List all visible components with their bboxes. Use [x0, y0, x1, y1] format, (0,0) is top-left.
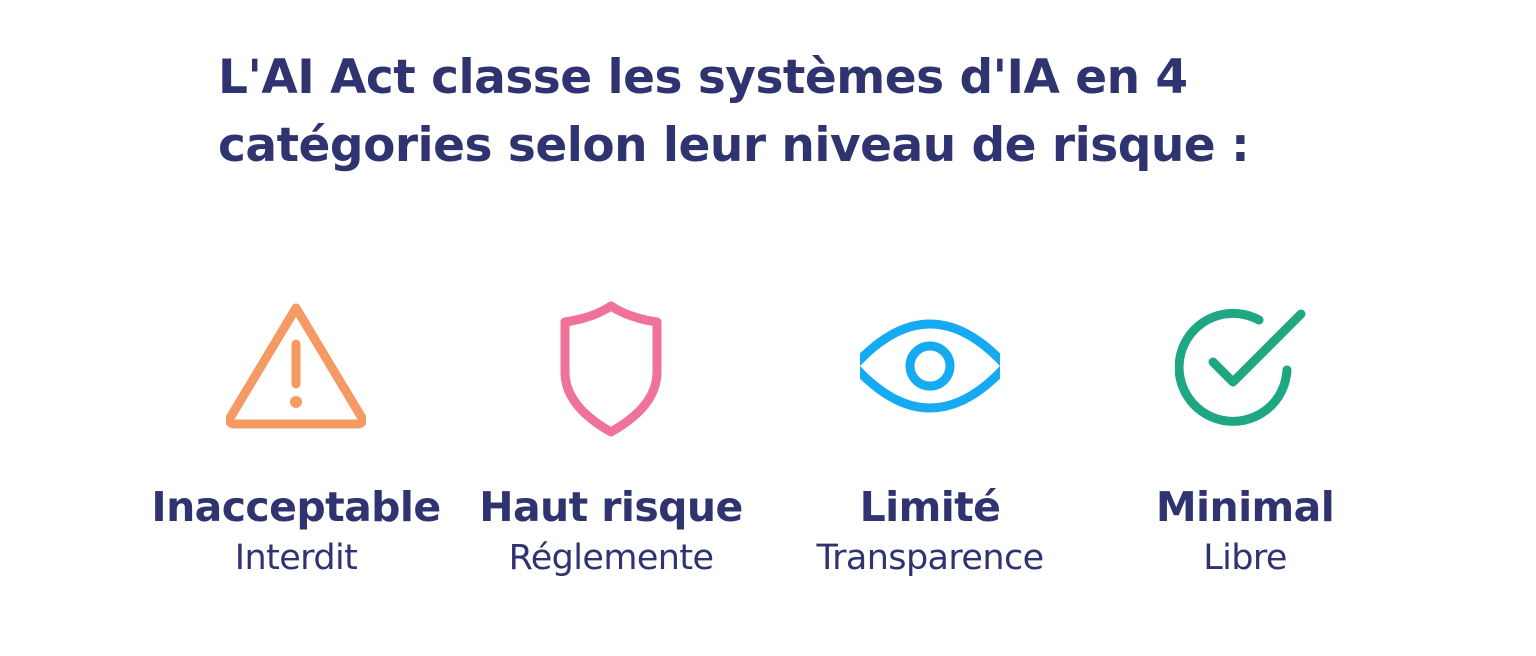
- title-line-1: L'AI Act classe les systèmes d'IA en 4: [218, 50, 1188, 105]
- eye-icon: [860, 319, 1000, 413]
- category-name: Haut risque: [479, 483, 743, 531]
- category-inacceptable: Inacceptable Interdit: [131, 300, 461, 580]
- category-name: Minimal: [1155, 483, 1335, 531]
- check-circle-icon: [1175, 308, 1306, 426]
- shield-icon: [560, 301, 662, 437]
- category-subtitle: Transparence: [816, 538, 1044, 578]
- title-line-2: catégories selon leur niveau de risque :: [218, 118, 1250, 173]
- category-subtitle: Libre: [1203, 538, 1287, 578]
- category-limite: Limité Transparence: [765, 300, 1095, 580]
- category-minimal: Minimal Libre: [1080, 300, 1410, 580]
- warning-triangle-icon: [226, 303, 366, 429]
- category-name: Inacceptable: [151, 483, 441, 531]
- page-title: L'AI Act classe les systèmes d'IA en 4 c…: [218, 44, 1378, 180]
- category-subtitle: Réglemente: [508, 538, 714, 578]
- category-subtitle: Interdit: [234, 538, 358, 578]
- category-name: Limité: [859, 483, 1001, 531]
- category-haut-risque: Haut risque Réglemente: [446, 300, 776, 580]
